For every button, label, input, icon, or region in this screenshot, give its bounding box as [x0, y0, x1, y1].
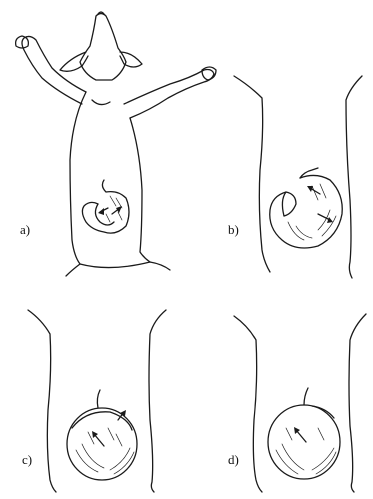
panel-a-arrowhead-2 [116, 206, 122, 213]
dog-left-hindleg [66, 264, 80, 276]
panel-label-c: c) [22, 452, 32, 468]
panel-d-torso [234, 314, 366, 492]
dog-right-hindleg [150, 262, 170, 270]
dog-right-foreleg [124, 70, 214, 119]
panel-d-stomach-fold [312, 406, 334, 418]
dog-chest-fold [92, 100, 110, 105]
panel-d-stomach-shading [276, 428, 336, 474]
panel-c-esophagus [97, 390, 100, 408]
dog-body-left-contour [70, 92, 86, 264]
dog-right-ear [120, 52, 142, 67]
panel-a-stomach-pylorus [95, 204, 114, 225]
dog-body-right-contour [130, 118, 150, 262]
panel-a-arrowhead-1 [98, 208, 104, 215]
panel-c-torso [28, 310, 166, 492]
panel-d-esophagus [304, 388, 308, 405]
dog-hindquarter [80, 262, 150, 268]
panel-b-stomach-fundus [282, 192, 286, 216]
panel-b-arrowhead-2 [327, 217, 333, 223]
panel-c-right-contour [149, 310, 166, 492]
panel-label-b: b) [228, 222, 239, 238]
panel-b-stomach-outline [270, 175, 343, 248]
dog-head-outline [80, 14, 126, 81]
panel-b-torso [234, 76, 362, 278]
panel-label-a: a) [20, 222, 30, 238]
panel-b-right-contour [346, 76, 362, 278]
panel-label-d: d) [228, 452, 239, 468]
dog-left-foreleg [22, 36, 86, 104]
panel-c-stomach-shading [76, 428, 134, 474]
panel-c-left-contour [28, 310, 56, 492]
panel-d-stomach-outline [268, 405, 340, 479]
panel-a-dog [16, 12, 216, 276]
panel-b-stomach-shading [288, 184, 336, 240]
panel-d-right-contour [349, 314, 366, 492]
panel-b-left-contour [234, 76, 270, 272]
